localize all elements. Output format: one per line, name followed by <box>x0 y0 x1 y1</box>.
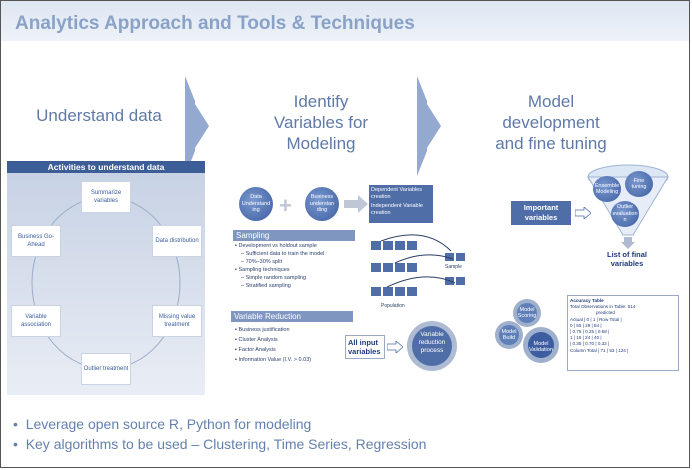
population-label: Population <box>381 303 405 309</box>
bullet-list: • Leverage open source R, Python for mod… <box>13 414 426 454</box>
bullet-item: • Leverage open source R, Python for mod… <box>13 416 312 432</box>
variable-reduction-list: ▪ Business justification ▪ Cluster Analy… <box>235 327 312 363</box>
slide-title: Analytics Approach and Tools & Technique… <box>15 13 415 34</box>
accuracy-table: Accuracy Table Total Observations in Tab… <box>567 295 679 371</box>
sampling-list: ▪ Development vs holdout sample – Suffic… <box>235 243 325 289</box>
gear-icon <box>407 321 457 371</box>
bullet-item: • Key algorithms to be used – Clustering… <box>13 436 427 452</box>
variable-reduction-header: Variable Reduction <box>231 311 353 322</box>
sample-label: Sample <box>445 264 462 270</box>
arrow-right-icon <box>575 207 591 219</box>
arrow-down-icon <box>621 237 635 249</box>
node-outlier: Outlier treatment <box>81 353 131 385</box>
activities-title: Activities to understand data <box>7 161 205 173</box>
node-business-go-ahead: Business Go-Ahead <box>11 225 61 257</box>
title-bar: Analytics Approach and Tools & Technique… <box>1 1 689 41</box>
arrow-right-icon <box>344 195 368 213</box>
phase-understand: Understand data <box>36 106 162 125</box>
arrow-right-icon <box>387 341 403 353</box>
plus-icon: + <box>279 193 292 218</box>
sampling-illustration <box>371 234 465 296</box>
node-data-distribution: Data distribution <box>152 225 202 257</box>
gear-icon <box>495 299 559 363</box>
sampling-header: Sampling <box>233 230 355 241</box>
